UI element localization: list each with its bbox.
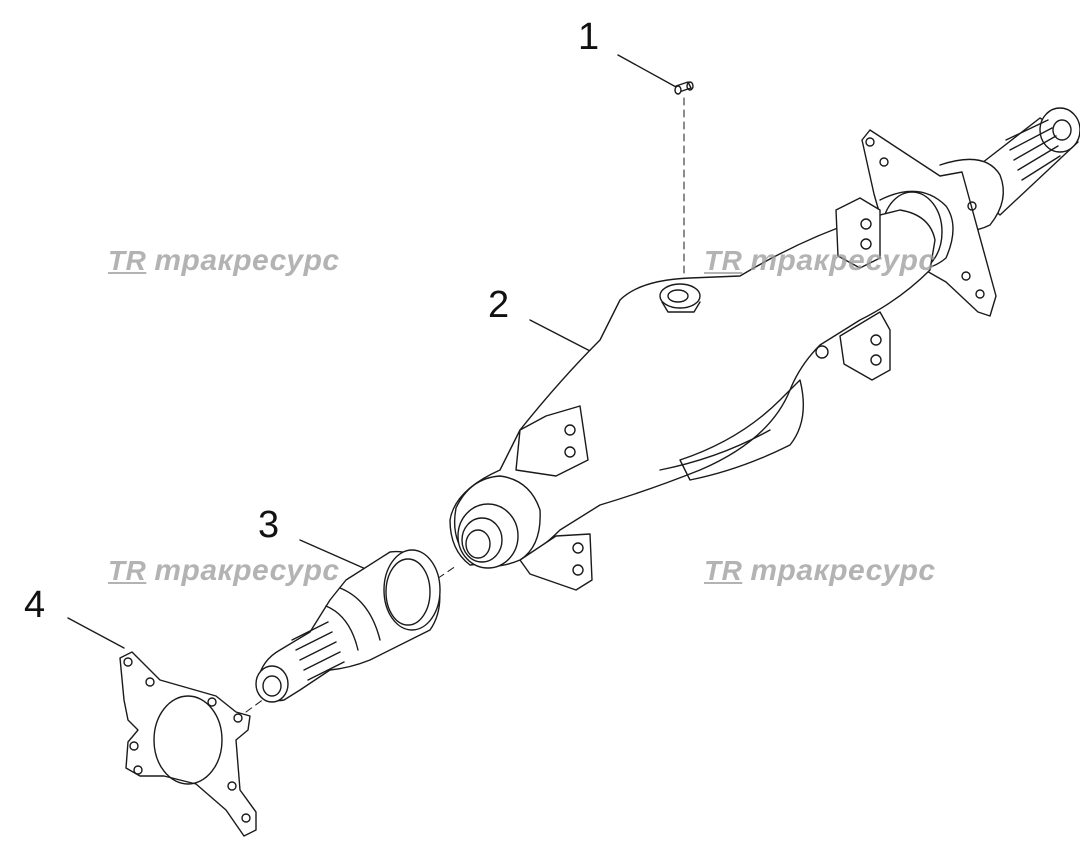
watermark-text: тракресурс xyxy=(154,554,340,587)
watermark-logo: TR xyxy=(704,245,743,276)
callout-4: 4 xyxy=(24,584,46,626)
plug-part-1 xyxy=(674,81,694,95)
leader-line-1 xyxy=(617,54,677,88)
watermark-logo: TR xyxy=(108,555,147,586)
callout-3: 3 xyxy=(258,504,280,546)
watermark-text: тракресурс xyxy=(750,554,936,587)
callout-1: 1 xyxy=(578,16,600,58)
assembly-line-flange xyxy=(245,695,269,713)
watermark-logo: TR xyxy=(108,245,147,276)
leader-line-3 xyxy=(299,539,369,571)
axle-housing-part-2 xyxy=(449,107,1080,591)
watermark-text: тракресурс xyxy=(154,244,340,277)
flange-part-4 xyxy=(119,651,257,837)
watermark-logo: TR xyxy=(704,555,743,586)
shaft-part-3 xyxy=(255,549,441,703)
callout-2: 2 xyxy=(488,284,510,326)
watermark-text: тракресурс xyxy=(750,244,936,277)
leader-line-4 xyxy=(67,617,125,649)
leader-line-2 xyxy=(529,319,593,353)
